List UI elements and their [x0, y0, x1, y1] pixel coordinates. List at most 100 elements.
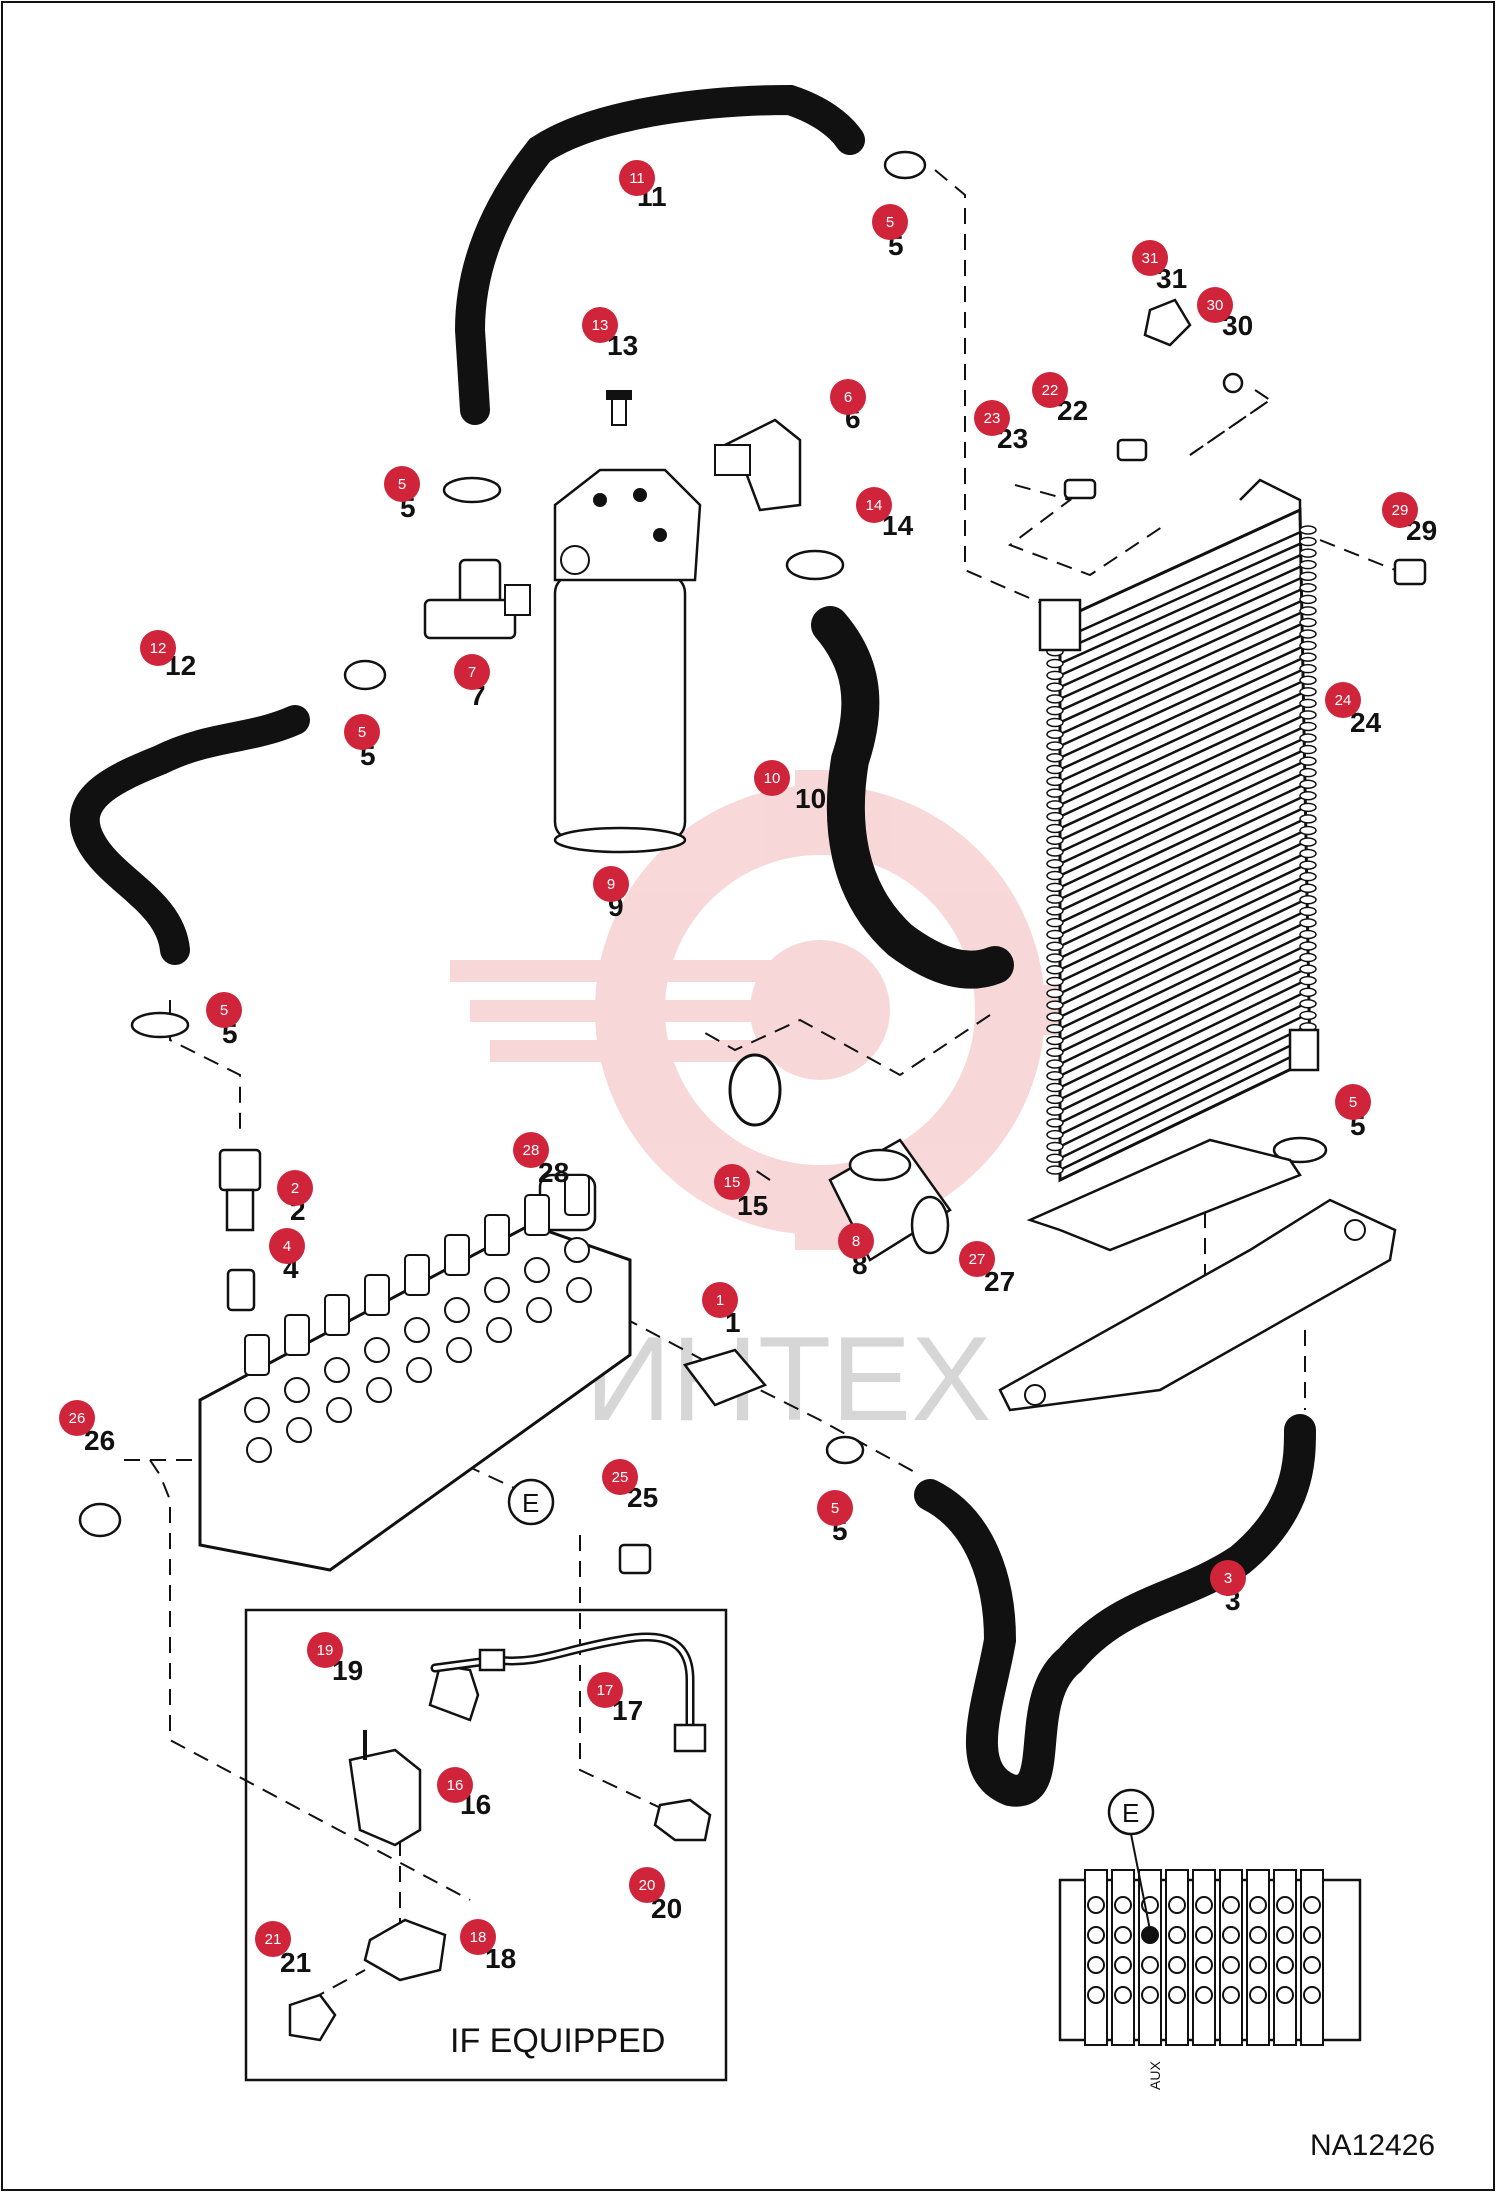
- part-badge-17[interactable]: [587, 1672, 623, 1708]
- part-badge-label-5-1: 5: [886, 214, 894, 231]
- drawing-code: NA12426: [1310, 2129, 1435, 2162]
- part-badge-label-16: 16: [447, 1777, 464, 1794]
- part-badge-27[interactable]: [959, 1241, 995, 1277]
- filter-assembly-9: [553, 390, 702, 854]
- part-badge-3[interactable]: [1210, 1560, 1246, 1596]
- part-badge-label-19: 19: [317, 1642, 334, 1659]
- part-badge-22[interactable]: [1032, 372, 1068, 408]
- part-badge-16[interactable]: [437, 1767, 473, 1803]
- hose-3: [914, 1414, 1316, 1807]
- part-badge-label-1: 1: [716, 1292, 724, 1309]
- part-badge-5-1[interactable]: [872, 204, 908, 240]
- part-badge-label-9: 9: [607, 876, 615, 893]
- oil-cooler-24: [1038, 478, 1320, 1183]
- callout-e-circle: [507, 1478, 555, 1526]
- part-badge-5-5[interactable]: [1335, 1084, 1371, 1120]
- part-badge-label-5-2: 5: [398, 476, 406, 493]
- part-badge-label-5-5: 5: [1349, 1094, 1357, 1111]
- optional-kit-parts: [288, 1663, 712, 2042]
- part-badge-13[interactable]: [582, 307, 618, 343]
- part-badge-28[interactable]: [513, 1132, 549, 1168]
- part-badge-label-10: 10: [764, 770, 781, 787]
- detail-e-leader: [1130, 1833, 1151, 1931]
- part-badge-24[interactable]: [1325, 682, 1361, 718]
- part-badge-label-5-3: 5: [358, 724, 366, 741]
- aux-label: AUX: [1147, 2061, 1163, 2090]
- part-badge-label-15: 15: [724, 1174, 741, 1191]
- part-badge-26[interactable]: [59, 1400, 95, 1436]
- part-badge-7[interactable]: [454, 654, 490, 690]
- control-valve-28: [198, 1173, 632, 1572]
- part-badge-12[interactable]: [140, 630, 176, 666]
- part-badge-label-8: 8: [852, 1233, 860, 1250]
- part-badge-label-27: 27: [969, 1251, 986, 1268]
- part-badge-5-3[interactable]: [344, 714, 380, 750]
- part-badge-29[interactable]: [1382, 492, 1418, 528]
- part-badge-label-5-6: 5: [831, 1500, 839, 1517]
- part-number-10: 10: [795, 783, 826, 814]
- part-badge-4[interactable]: [269, 1228, 305, 1264]
- mounting-bracket-27: [998, 1138, 1397, 1412]
- part-badge-label-13: 13: [592, 317, 609, 334]
- elbow-fitting-6: [714, 418, 802, 512]
- part-badge-label-12: 12: [150, 640, 167, 657]
- watermark-text: ИНТЕХ: [585, 1312, 991, 1446]
- part-badge-11[interactable]: [619, 160, 655, 196]
- part-badge-25[interactable]: [602, 1459, 638, 1495]
- part-badge-label-29: 29: [1392, 502, 1409, 519]
- part-callouts: 1122334455555555555566778899101011111212…: [59, 160, 1437, 1978]
- part-badge-5-4[interactable]: [206, 992, 242, 1028]
- part-badge-5-2[interactable]: [384, 466, 420, 502]
- part-badge-label-14: 14: [866, 497, 883, 514]
- part-badge-6[interactable]: [830, 379, 866, 415]
- part-badge-label-11: 11: [629, 170, 645, 187]
- part-badge-label-20: 20: [639, 1877, 656, 1894]
- part-badge-label-31: 31: [1142, 250, 1159, 267]
- part-badge-2[interactable]: [277, 1170, 313, 1206]
- hose-clamps: [130, 150, 1328, 1465]
- part-badge-10[interactable]: [754, 760, 790, 796]
- part-badge-label-4: 4: [283, 1238, 291, 1255]
- part-badge-19[interactable]: [307, 1632, 343, 1668]
- part-badge-1[interactable]: [702, 1282, 738, 1318]
- part-badge-9[interactable]: [593, 866, 629, 902]
- clamp-14: [785, 549, 845, 581]
- part-badge-label-18: 18: [470, 1929, 487, 1946]
- part-badge-23[interactable]: [974, 400, 1010, 436]
- part-badge-5-6[interactable]: [817, 1490, 853, 1526]
- part-badge-label-25: 25: [612, 1469, 629, 1486]
- part-badge-31[interactable]: [1132, 240, 1168, 276]
- part-badge-8[interactable]: [838, 1223, 874, 1259]
- if-equipped-label: IF EQUIPPED: [450, 2022, 665, 2060]
- part-badge-label-26: 26: [69, 1410, 86, 1427]
- part-badge-label-17: 17: [597, 1682, 614, 1699]
- part-badge-label-23: 23: [984, 410, 1001, 427]
- part-badge-label-5-4: 5: [220, 1002, 228, 1019]
- part-badge-label-28: 28: [523, 1142, 540, 1159]
- clamp-15: [728, 1053, 782, 1127]
- part-badge-14[interactable]: [856, 487, 892, 523]
- watermark-logo: [450, 770, 1060, 1250]
- hose-12: [69, 705, 310, 965]
- part-badge-label-21: 21: [265, 1931, 282, 1948]
- detail-e-callout-label: E: [1122, 1798, 1139, 1828]
- hose-10: [811, 606, 1014, 989]
- hose-11: [454, 84, 865, 425]
- part-badge-label-24: 24: [1335, 692, 1352, 709]
- part-badge-label-30: 30: [1207, 297, 1224, 314]
- part-badge-label-7: 7: [468, 664, 476, 681]
- part-badge-20[interactable]: [629, 1867, 665, 1903]
- part-badge-label-22: 22: [1042, 382, 1059, 399]
- part-badge-label-6: 6: [844, 389, 852, 406]
- part-badge-18[interactable]: [460, 1919, 496, 1955]
- part-badge-15[interactable]: [714, 1164, 750, 1200]
- part-badge-21[interactable]: [255, 1921, 291, 1957]
- optional-kit-frame: [244, 1608, 728, 2082]
- detail-e-valve-view: [1058, 1869, 1362, 2046]
- tee-fitting-7: [423, 558, 531, 640]
- part-badge-30[interactable]: [1197, 287, 1233, 323]
- callout-e-label: E: [522, 1488, 539, 1518]
